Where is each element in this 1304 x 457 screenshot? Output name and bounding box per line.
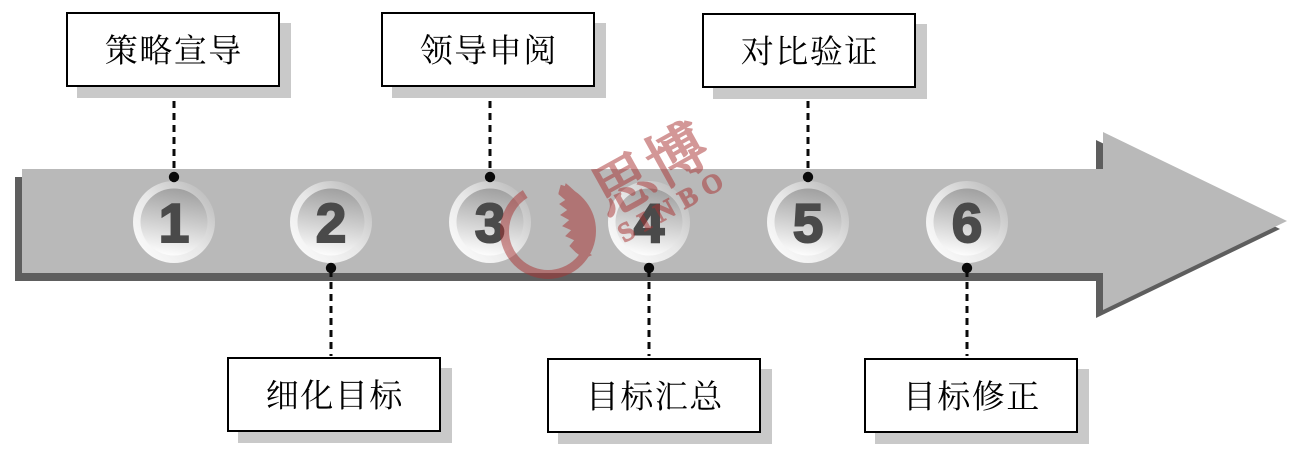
svg-text:3: 3	[475, 192, 506, 254]
svg-text:1: 1	[159, 192, 190, 254]
svg-text:5: 5	[793, 192, 824, 254]
svg-text:4: 4	[634, 192, 665, 254]
svg-text:6: 6	[952, 192, 983, 254]
svg-text:2: 2	[316, 192, 347, 254]
